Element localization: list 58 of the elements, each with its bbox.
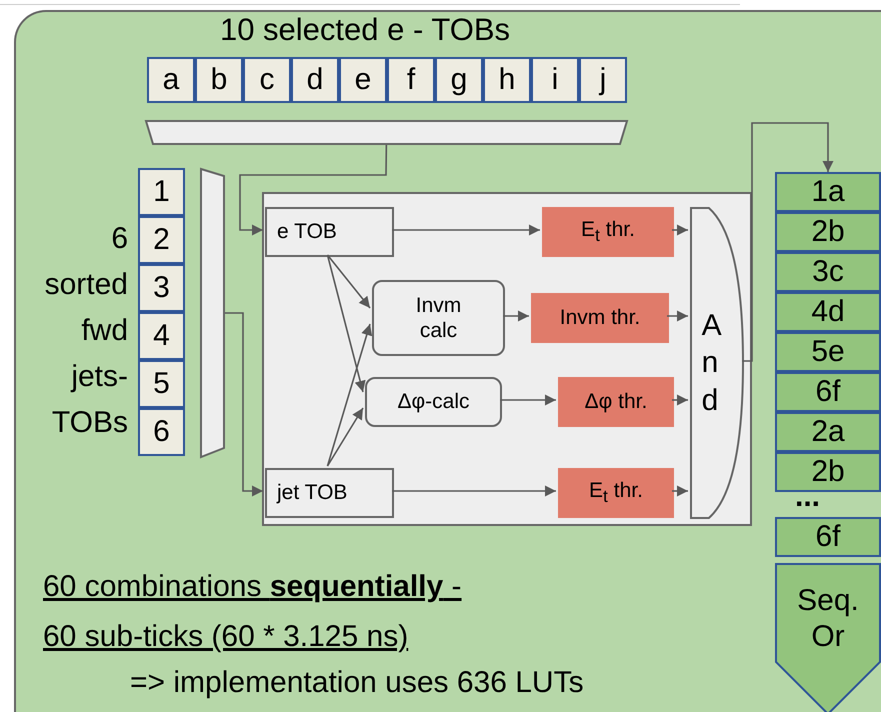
calculation-box: Invm calc <box>372 280 505 356</box>
tob-slot: 6 <box>138 408 185 456</box>
tob-slot: a <box>147 57 195 103</box>
sequential-or-gate: Seq. Or <box>775 563 881 712</box>
tob-slot: 1 <box>138 168 185 216</box>
arrow <box>672 224 688 236</box>
tob-slot: g <box>435 57 483 103</box>
arrow <box>326 254 366 392</box>
arrow <box>503 310 529 322</box>
output-slot: 2b <box>775 212 881 252</box>
note-text: 60 sub-ticks (60 * 3.125 ns) <box>43 619 408 655</box>
tob-slot: h <box>483 57 531 103</box>
tob-slot: 5 <box>138 360 185 408</box>
output-slot: 4d <box>775 292 881 332</box>
tob-slot: b <box>195 57 243 103</box>
tob-slot: d <box>291 57 339 103</box>
threshold-box: E$_{t}$ thr. <box>542 207 674 257</box>
threshold-box: Δφ thr. <box>558 377 674 427</box>
tob-slot: e <box>339 57 387 103</box>
logic-panel <box>262 192 752 526</box>
arrow <box>500 394 556 406</box>
tob-slot: j <box>579 57 627 103</box>
output-slot: 6f <box>775 372 881 412</box>
tob-slot: 2 <box>138 216 185 264</box>
and-gate: And <box>690 207 744 519</box>
output-slot: 6f <box>775 517 881 557</box>
arrow <box>326 254 371 308</box>
arrow <box>672 394 688 406</box>
note-text: => implementation uses 636 LUTs <box>130 665 584 701</box>
arrow <box>392 485 556 497</box>
calculation-box: Δφ-calc <box>365 377 502 427</box>
tob-slot: 4 <box>138 312 185 360</box>
threshold-box: E$_{t}$ thr. <box>558 468 674 518</box>
title: 10 selected e - TOBs <box>218 12 512 48</box>
tob-slot: f <box>387 57 435 103</box>
arrow <box>239 144 388 236</box>
multiplexer-shape <box>145 120 628 145</box>
arrow <box>742 122 834 362</box>
process-box: jet TOB <box>265 468 394 518</box>
output-slot: 2b <box>775 452 881 492</box>
threshold-box: Invm thr. <box>531 293 669 343</box>
output-slot: 3c <box>775 252 881 292</box>
output-slot: 1a <box>775 172 881 212</box>
multiplexer-shape <box>200 168 225 458</box>
tob-slot: i <box>531 57 579 103</box>
arrow <box>392 224 540 236</box>
note-text: 60 combinations sequentially - <box>43 569 462 605</box>
arrow <box>326 324 372 466</box>
output-slot: 5e <box>775 332 881 372</box>
process-box: e TOB <box>265 207 394 257</box>
arrow <box>225 312 263 497</box>
arrow <box>667 310 688 322</box>
arrow <box>672 485 688 497</box>
note-text: 6 sorted fwd jets- TOBs <box>44 221 128 441</box>
tob-slot: 3 <box>138 264 185 312</box>
output-slot: 2a <box>775 412 881 452</box>
arrow <box>326 408 364 466</box>
tob-slot: c <box>243 57 291 103</box>
